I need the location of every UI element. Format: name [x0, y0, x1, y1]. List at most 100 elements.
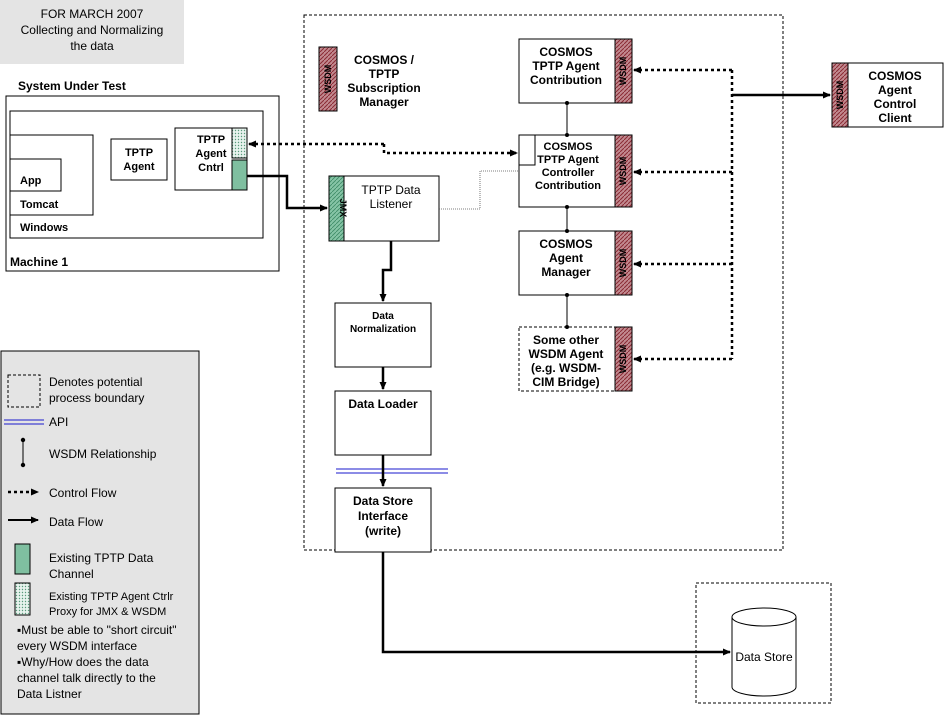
legend-note-1: ▪Must be able to "short circuit"	[17, 623, 177, 637]
listener-controller-link	[439, 170, 519, 210]
wsdm-tag-label: WSDM	[618, 345, 628, 374]
wsdm-tag-label: WSDM	[618, 57, 628, 86]
wsdm-tag	[614, 134, 633, 208]
data-normalization-label-2: Normalization	[350, 324, 416, 335]
legend-control-flow: Control Flow	[49, 486, 117, 500]
data-listener-label-1: TPTP Data	[361, 183, 420, 197]
data-loader: Data Loader	[334, 390, 432, 456]
data-normalization-label-1: Data	[372, 311, 394, 322]
other-wsdm-agent: WSDM Some other WSDM Agent (e.g. WSDM- C…	[518, 326, 633, 392]
wsdm-tag-label: WSDM	[835, 81, 845, 110]
controller-contribution-label-4: Contribution	[535, 180, 601, 192]
note-line-1: FOR MARCH 2007	[41, 7, 144, 21]
agent-manager-label-1: COSMOS	[539, 237, 592, 251]
agent-cntrl-label-1: TPTP	[197, 134, 225, 146]
agent-contribution: WSDM COSMOS TPTP Agent Contribution	[518, 38, 633, 104]
jmx-tag	[328, 175, 345, 242]
data-store-cylinder: Data Store	[731, 607, 797, 697]
controller-contribution-label-2: TPTP Agent	[537, 154, 599, 166]
note-line-2: Collecting and Normalizing	[21, 23, 164, 37]
agent-manager-label-3: Manager	[541, 265, 591, 279]
subscription-manager-label-2: TPTP	[369, 67, 400, 81]
wsdm-tag	[614, 326, 633, 392]
wsdm-tag-label: WSDM	[618, 249, 628, 278]
agent-cntrl-label-3: Cntrl	[198, 162, 224, 174]
legend-api: API	[49, 415, 68, 429]
wsdm-tag-label: WSDM	[323, 65, 333, 94]
tptp-agent-box	[110, 138, 168, 181]
tptp-agent-label-2: Agent	[123, 161, 155, 173]
subscription-manager-label-3: Subscription	[347, 81, 420, 95]
subscription-manager-label-4: Manager	[359, 95, 409, 109]
data-normalization: Data Normalization	[334, 302, 432, 368]
tomcat-label: Tomcat	[20, 199, 59, 211]
sut-title: System Under Test	[18, 79, 126, 93]
wsdm-tag	[831, 62, 849, 128]
wsdm-relationships	[565, 101, 569, 329]
process-boundary-swatch	[7, 374, 41, 408]
data-store-interface-label-1: Data Store	[353, 494, 413, 508]
wsdm-tag	[614, 38, 633, 104]
legend-existing-proxy-2: Proxy for JMX & WSDM	[49, 606, 166, 618]
agent-cntrl-label-2: Agent	[195, 148, 227, 160]
data-listener-label-2: Listener	[370, 197, 413, 211]
data-store-interface-label-2: Interface	[358, 509, 408, 523]
proxy-swatch	[14, 582, 31, 616]
subscription-manager-label-1: COSMOS /	[354, 53, 415, 67]
legend: Denotes potential process boundary API W…	[0, 350, 200, 715]
wsdm-tag	[614, 230, 633, 296]
wsdm-relationship-swatch	[20, 437, 26, 468]
controller-contribution-label-3: Controller	[542, 167, 595, 179]
jmx-tag-label: JMX	[338, 199, 348, 218]
wsdm-tag	[318, 46, 338, 112]
agent-manager-label-2: Agent	[549, 251, 583, 265]
proxy-tab	[518, 134, 536, 166]
data-store-label: Data Store	[735, 650, 793, 664]
agent-contribution-label-1: COSMOS	[539, 45, 592, 59]
legend-existing-proxy-1: Existing TPTP Agent Ctrlr	[49, 591, 174, 603]
data-flows	[247, 91, 831, 656]
note-box: FOR MARCH 2007 Collecting and Normalizin…	[0, 0, 184, 64]
control-client-label-1: COSMOS	[868, 69, 921, 83]
legend-panel	[0, 350, 200, 715]
other-wsdm-label-4: CIM Bridge)	[532, 375, 599, 389]
data-store-interface-label-3: (write)	[365, 524, 401, 538]
tptp-agent-label-1: TPTP	[125, 147, 153, 159]
api-line	[336, 468, 448, 474]
note-line-3: the data	[70, 39, 114, 53]
windows-label: Windows	[20, 222, 68, 234]
agent-manager: WSDM COSMOS Agent Manager	[518, 230, 633, 296]
agent-control-client: WSDM COSMOS Agent Control Client	[831, 62, 944, 128]
agent-contribution-label-2: TPTP Agent	[532, 59, 599, 73]
machine-1-label: Machine 1	[10, 255, 68, 269]
tptp-data-listener: JMX TPTP Data Listener	[328, 175, 440, 242]
control-client-label-3: Control	[874, 97, 917, 111]
control-flows	[248, 66, 734, 363]
channel-tab	[231, 159, 248, 191]
proxy-tab	[231, 127, 248, 159]
legend-note-5: Data Listner	[17, 687, 82, 701]
other-wsdm-label-2: WSDM Agent	[529, 347, 604, 361]
legend-note-4: channel talk directly to the	[17, 671, 156, 685]
wsdm-tag-label: WSDM	[618, 157, 628, 186]
legend-note-3: ▪Why/How does the data	[17, 655, 149, 669]
legend-data-flow: Data Flow	[49, 515, 103, 529]
legend-existing-channel-1: Existing TPTP Data	[49, 551, 154, 565]
legend-note-2: every WSDM interface	[17, 639, 137, 653]
system-under-test: System Under Test Machine 1 Windows Tomc…	[5, 79, 280, 272]
control-client-label-2: Agent	[878, 83, 912, 97]
agent-contribution-label-3: Contribution	[530, 73, 602, 87]
data-store-boundary	[695, 582, 832, 704]
channel-swatch	[14, 543, 31, 575]
other-wsdm-label-1: Some other	[533, 333, 599, 347]
legend-process-boundary-1: Denotes potential	[49, 375, 142, 389]
subscription-manager: WSDM COSMOS / TPTP Subscription Manager	[318, 46, 421, 112]
legend-wsdm-relationship: WSDM Relationship	[49, 447, 157, 461]
controller-contribution: WSDM COSMOS TPTP Agent Controller Contri…	[518, 134, 633, 208]
app-label: App	[20, 175, 42, 187]
app-box	[9, 158, 62, 192]
legend-existing-channel-2: Channel	[49, 567, 94, 581]
data-store-interface: Data Store Interface (write)	[334, 487, 432, 553]
legend-process-boundary-2: process boundary	[49, 391, 144, 405]
